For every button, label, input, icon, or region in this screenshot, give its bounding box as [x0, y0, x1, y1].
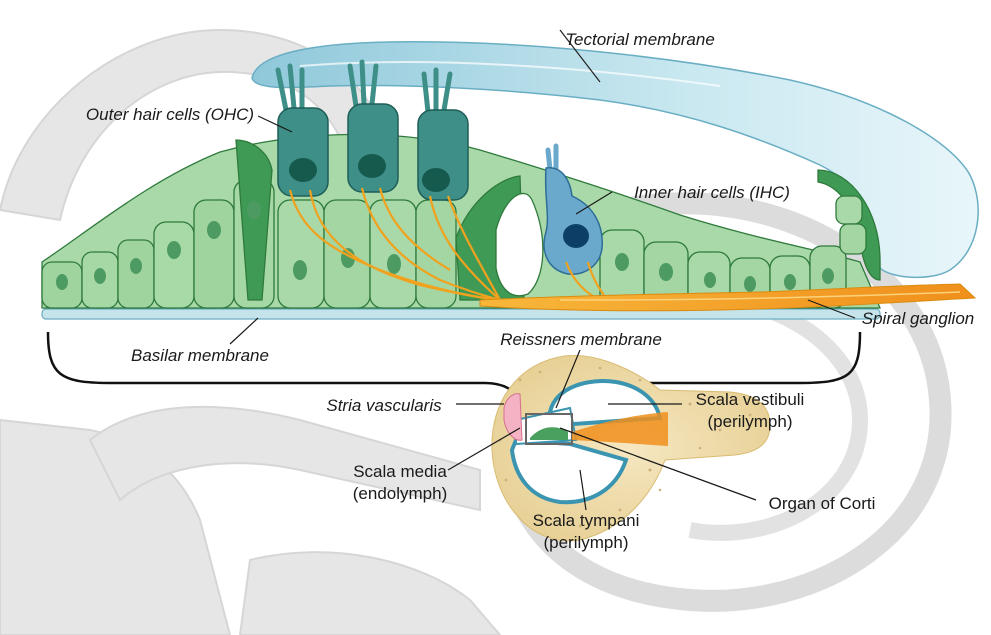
deiter-cell — [370, 200, 416, 308]
nucleus — [247, 201, 261, 219]
basilar-membrane-label: Basilar membrane — [131, 346, 269, 365]
hair-cell-nucleus — [289, 158, 317, 182]
stereocilia — [548, 146, 556, 170]
nucleus — [56, 274, 68, 290]
reissners-membrane-label: Reissners membrane — [500, 330, 662, 349]
scala-media-sublabel: (endolymph) — [353, 484, 448, 503]
hair-cell-body — [278, 108, 328, 196]
scala-media-label: Scala media — [353, 462, 447, 481]
nucleus — [293, 260, 307, 280]
spiral-ganglion-label: Spiral ganglion — [862, 309, 974, 328]
scala-vestibuli-label: Scala vestibuli — [696, 390, 805, 409]
inner-hair-cells-label: Inner hair cells (IHC) — [634, 183, 790, 202]
tectorial-membrane-label: Tectorial membrane — [565, 30, 715, 49]
support-cell — [154, 222, 194, 308]
outer-hair-cells-label: Outer hair cells (OHC) — [86, 105, 254, 124]
outer-hair-cell — [418, 70, 468, 200]
hair-cell-nucleus — [422, 168, 450, 192]
hair-cell-nucleus — [358, 154, 386, 178]
nucleus — [659, 263, 673, 281]
organ-of-corti-label: Organ of Corti — [769, 494, 876, 513]
nucleus — [387, 254, 401, 274]
support-cell — [194, 200, 234, 308]
support-cell — [836, 196, 862, 224]
scala-tympani-sublabel: (perilymph) — [543, 533, 628, 552]
basilar-leader — [230, 318, 258, 344]
basilar-membrane-band — [42, 309, 880, 319]
nucleus — [94, 268, 106, 284]
nucleus — [704, 272, 716, 288]
nucleus — [615, 253, 629, 271]
nucleus — [130, 258, 142, 274]
background-bottom-shape — [240, 552, 500, 635]
hair-cell-body — [348, 104, 398, 192]
stria-vascularis-label: Stria vascularis — [326, 396, 442, 415]
support-cell — [840, 224, 866, 254]
hair-cell-nucleus — [563, 224, 589, 248]
scala-tympani-label: Scala tympani — [533, 511, 640, 530]
nucleus — [167, 241, 181, 259]
nucleus — [744, 276, 756, 292]
nucleus — [207, 221, 221, 239]
scala-vestibuli-sublabel: (perilymph) — [707, 412, 792, 431]
nucleus — [822, 268, 834, 284]
nucleus — [784, 274, 796, 290]
